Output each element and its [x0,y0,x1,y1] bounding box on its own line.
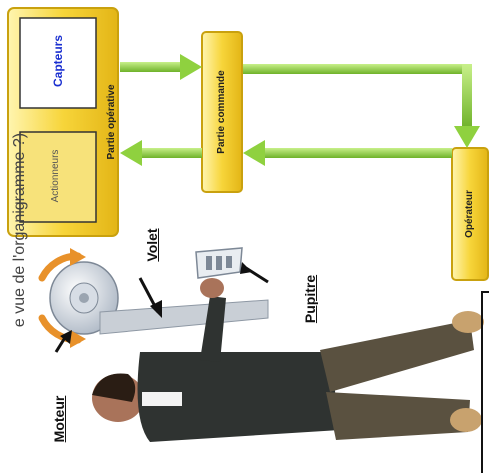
partie-operative-label: Partie opérative [106,84,117,160]
shutter-blade [99,299,269,335]
partie-commande-label: Partie commande [216,70,227,154]
frame-edge [481,291,489,473]
volet-label: Volet [144,228,160,262]
partie-commande-box [201,31,243,193]
operator-figure [92,278,484,442]
capteurs-label: Capteurs [51,35,65,88]
arrow-commande-to-operative [120,140,202,166]
arrow-commande-to-operateur [243,64,480,148]
moteur-label: Moteur [51,395,67,443]
operateur-box [451,147,489,281]
arrow-operateur-to-commande [243,140,452,166]
label-pointers [54,262,269,353]
pupitre-device [195,247,243,279]
pupitre-label: Pupitre [302,274,318,324]
capteurs-box [19,17,97,109]
arrow-operative-to-commande [120,54,202,80]
caption-text: e vue de l'organigramme ?) [11,132,28,328]
actionneurs-label: Actionneurs [50,149,61,203]
actionneurs-box [19,131,97,223]
operateur-label: Opérateur [464,190,475,238]
